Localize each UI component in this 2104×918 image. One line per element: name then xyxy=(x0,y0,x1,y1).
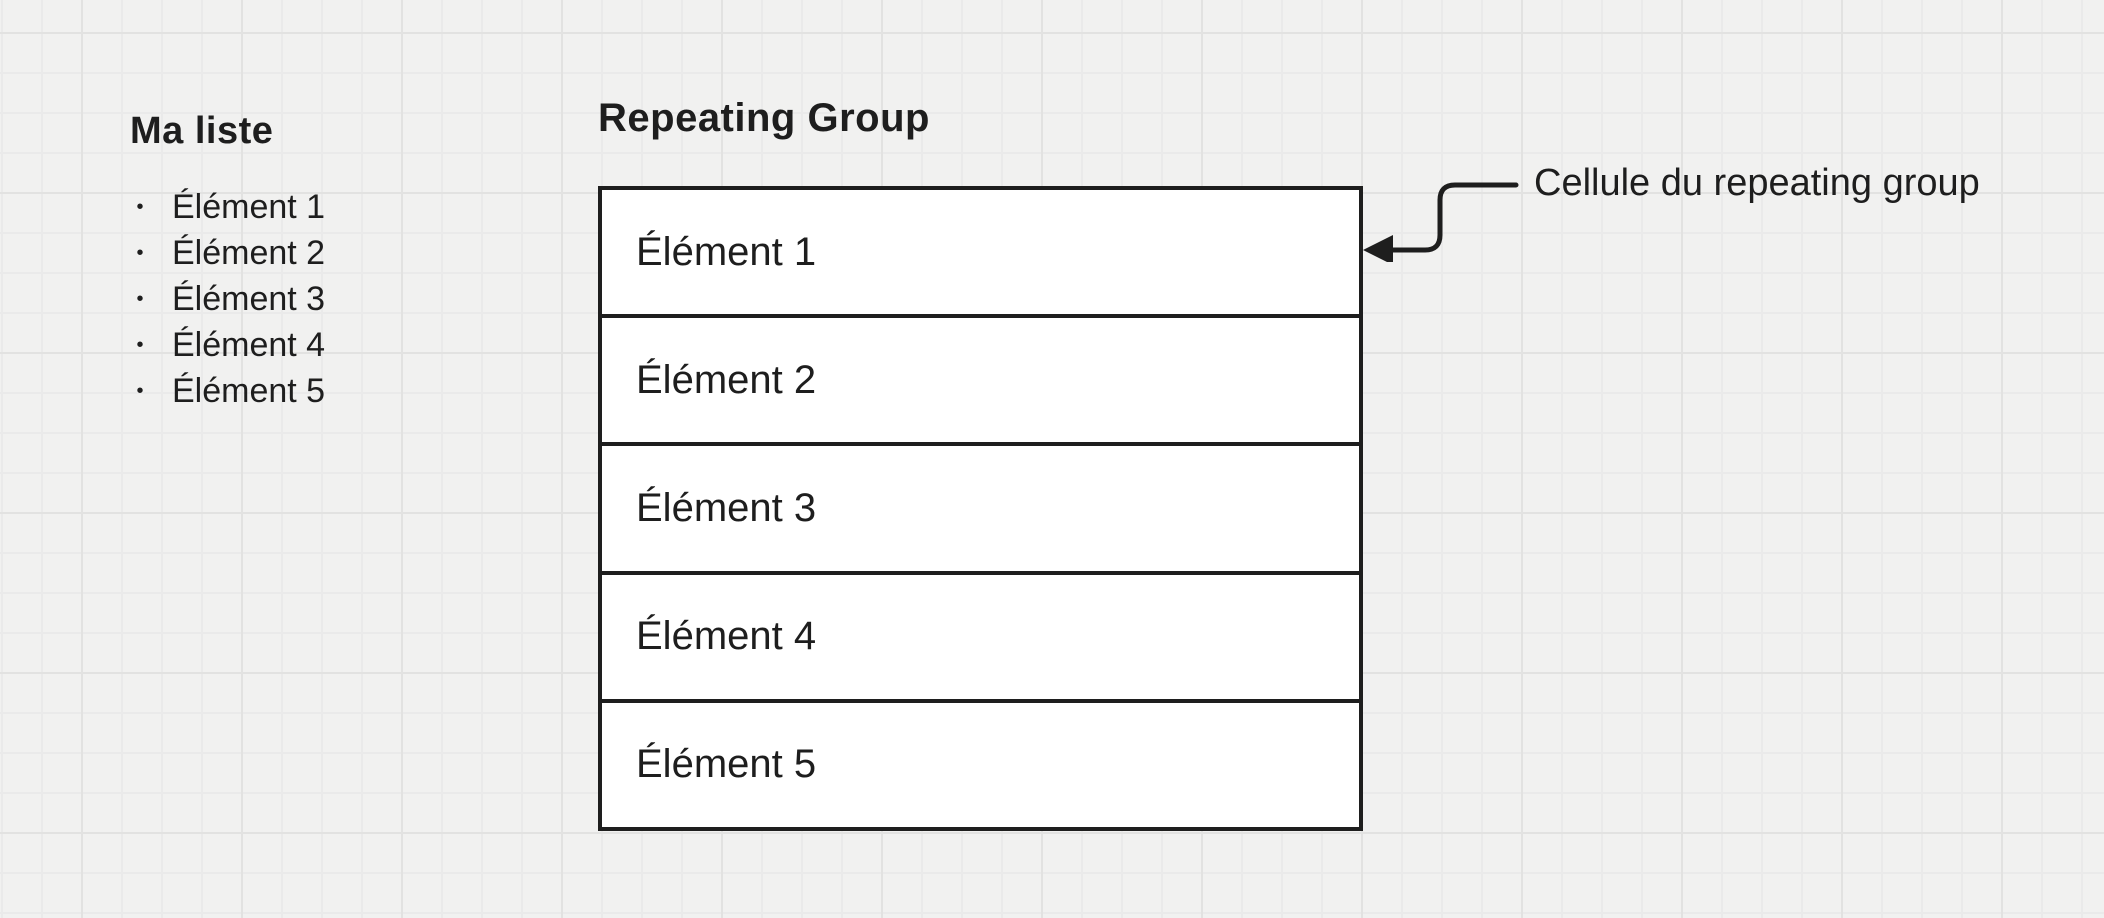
cell-label: Élément 1 xyxy=(636,229,817,274)
list-item-label: Élément 3 xyxy=(172,279,326,318)
list-item-label: Élément 2 xyxy=(172,233,326,272)
list-item-label: Élément 5 xyxy=(172,371,326,410)
bullet-icon: • xyxy=(136,333,144,356)
bullet-icon: • xyxy=(136,241,144,264)
repeating-group-table[interactable]: Élément 1 Élément 2 Élément 3 Élément 4 … xyxy=(598,186,1363,831)
bullet-icon: • xyxy=(136,195,144,218)
list-item: • Élément 5 xyxy=(126,368,325,414)
cell-label: Élément 2 xyxy=(636,357,817,402)
cell-label: Élément 3 xyxy=(636,486,817,530)
arrowhead-icon xyxy=(1363,235,1393,262)
cell-label: Élément 4 xyxy=(636,614,817,659)
list-item-label: Élément 1 xyxy=(172,187,326,226)
ma-liste-text-block[interactable]: • Élément 1 • Élément 2 • Élément 3 • Él… xyxy=(126,184,325,414)
callout-arrow[interactable] xyxy=(1358,178,1523,262)
repeating-group-cell[interactable]: Élément 4 xyxy=(602,570,1359,699)
repeating-group-cell[interactable]: Élément 2 xyxy=(602,314,1359,443)
list-item: • Élément 4 xyxy=(126,322,325,368)
bullet-icon: • xyxy=(136,287,144,310)
repeating-group-cell[interactable]: Élément 1 xyxy=(602,190,1359,315)
bullet-icon: • xyxy=(136,379,144,402)
repeating-group-cell[interactable]: Élément 3 xyxy=(602,442,1359,571)
ma-liste-title[interactable]: Ma liste xyxy=(130,110,274,152)
cell-label: Élément 5 xyxy=(636,742,817,787)
list-item: • Élément 3 xyxy=(126,276,325,322)
arrow-line xyxy=(1387,182,1519,253)
list-item: • Élément 2 xyxy=(126,230,325,276)
list-item: • Élément 1 xyxy=(126,184,325,230)
callout-label[interactable]: Cellule du repeating group xyxy=(1534,162,1980,204)
list-item-label: Élément 4 xyxy=(172,325,326,364)
repeating-group-cell[interactable]: Élément 5 xyxy=(602,698,1359,828)
repeating-group-title[interactable]: Repeating Group xyxy=(598,96,930,140)
